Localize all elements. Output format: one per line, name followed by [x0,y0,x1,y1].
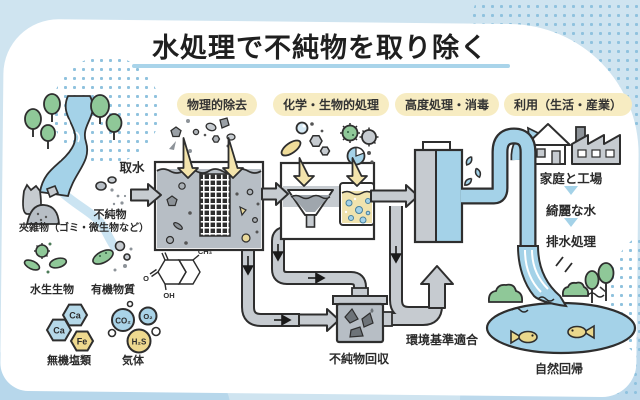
factory-icon [571,126,621,165]
flow-arrows [130,182,419,332]
debris-label: 夾雑物（ゴミ・微生物など） [19,223,149,234]
fish-icon [510,324,595,345]
inorganic-salts-label: 無機塩類 [47,355,91,367]
aquatic-life-label: 水生生物 [30,284,74,296]
house-icon [525,123,571,165]
tree-icon [584,262,615,303]
home-factory-label: 家庭と工場 [539,172,603,186]
debris-icons [22,176,127,225]
aeration-beaker-icon [339,182,375,226]
organic-molecule-diagram: O O OH CH₃ [143,244,213,300]
ion-label: Ca [69,311,81,321]
chemical-agent-icons [280,121,331,157]
atom-label: OH [163,291,174,300]
gas-label: H₂S [132,338,147,347]
down-triangle-icon [564,218,578,227]
stage-badge-use: 利用（生活・産業） [503,93,633,116]
pond-wave-icon [511,292,605,313]
env-standard-label: 環境基準適合 [405,333,479,347]
pond [485,301,637,355]
tank-particles [165,182,260,245]
atom-label: CH₃ [198,247,213,256]
env-standard-arrow [420,265,454,309]
waterfall [516,245,568,308]
nature-return-label: 自然回帰 [534,362,584,376]
gas-label: CO₂ [115,317,131,326]
ion-label: Ca [53,326,65,336]
stage-badge-advanced: 高度処理・消毒 [394,93,500,116]
physical-treatment-tank [153,160,265,252]
intake-label: 取水 [119,161,145,175]
atom-label: O [143,274,149,283]
settling-funnel-icon [287,189,334,228]
bush-icon [487,281,590,303]
inorganic-salt-icons: Ca Ca Fe [45,303,95,352]
tree-icon [24,93,123,149]
water-drop-icon [464,155,482,186]
ion-label: Fe [77,337,88,347]
microbe-agent-icons [340,123,379,166]
screen-mesh-icon [199,173,231,237]
page-title: 水処理で不純物を取り除く [152,33,488,63]
wastewater-label: 排水処理 [545,235,597,249]
title-underline [132,64,510,68]
down-triangle-icon [564,186,578,195]
splash-icon [555,256,573,273]
impurity-bin [332,287,393,344]
impurity-recovery-label: 不純物回収 [328,352,390,366]
gases-label: 気体 [122,355,144,367]
advanced-treatment-column [413,141,482,244]
organic-matter-label: 有機物質 [91,284,135,296]
aquatic-life-icons [23,242,68,274]
gas-label: O₂ [143,312,152,321]
organic-matter-icons [92,240,133,272]
physical-impurity-icons [169,117,236,153]
clean-water-pipe [461,127,537,250]
pipe-flow-arrow-icon [242,244,402,326]
impurities-label: 不純物 [93,209,127,221]
stage-badge-physical: 物理的除去 [176,93,258,116]
river-illustration [24,93,123,251]
dosing-arrow-icons [177,137,368,187]
gas-icons: CO₂ O₂ H₂S [107,300,161,354]
nature-return-scene [485,245,637,355]
clean-water-label: 綺麗な水 [545,204,597,218]
intake-arrow [130,183,162,207]
stage-badge-chemical-bio: 化学・生物的処理 [272,93,390,116]
